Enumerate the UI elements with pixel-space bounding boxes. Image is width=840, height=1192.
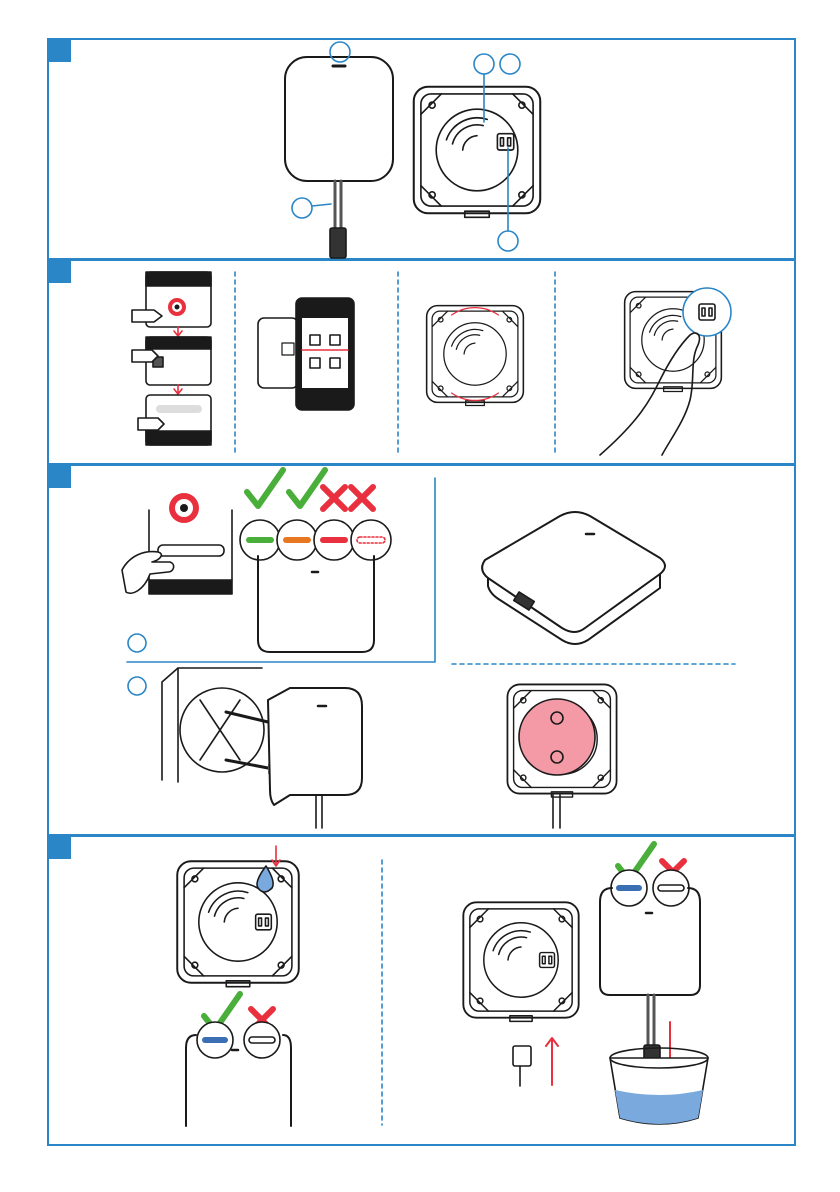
option-b-marker (128, 677, 146, 695)
adhesive-mount (507, 684, 616, 828)
step-4-section (177, 844, 708, 1126)
step-3-section (122, 470, 735, 828)
press-button-illustration (600, 288, 731, 455)
callout-led (330, 42, 350, 62)
step-2-section (132, 272, 731, 455)
app-steps (132, 272, 211, 445)
option-a-marker (128, 634, 146, 652)
hub-perspective (482, 512, 665, 644)
hub-back (414, 87, 540, 218)
hub-front (285, 57, 393, 181)
app-add-device (122, 493, 232, 594)
water-drop-test (177, 846, 299, 1126)
callout-cable (292, 198, 312, 218)
qr-scan (258, 298, 354, 410)
usb-plug (330, 228, 346, 258)
backplate-rotate (427, 306, 524, 406)
water-drop-icon (257, 866, 273, 892)
wall-mount (162, 668, 362, 828)
callout-back-3 (498, 231, 518, 251)
callout-back-2 (500, 54, 520, 74)
hand-icon (600, 333, 699, 455)
led-status (240, 470, 391, 652)
callout-back-1 (474, 54, 494, 74)
water-cup-test (463, 844, 708, 1124)
step-1-section (285, 42, 540, 258)
